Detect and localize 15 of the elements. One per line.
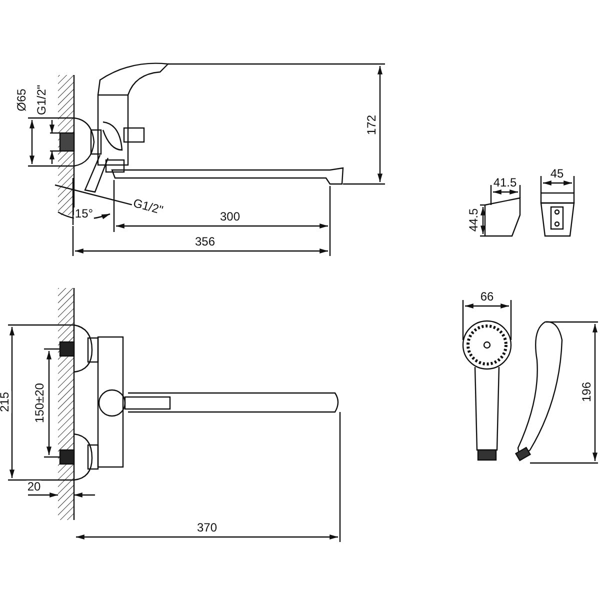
dimension-label: 300 [218,210,242,224]
dimension-label: 150±20 [34,382,46,424]
dimension-label: 215 [0,390,12,414]
dimension-label: 44.5 [468,207,480,233]
dimension-label: 41.5 [492,176,518,190]
dimension-label: 196 [580,380,594,404]
dimension-label: 15° [74,208,94,220]
dimension-label: 356 [194,236,216,248]
dimension-label: G1/2" [36,84,48,116]
dimension-label: 20 [26,480,42,494]
dimension-label: 45 [549,168,565,180]
dimension-label: 172 [366,114,378,136]
dimension-label: Ø65 [16,88,28,112]
dimension-label: 370 [196,522,218,534]
dimension-label: 66 [479,290,495,304]
